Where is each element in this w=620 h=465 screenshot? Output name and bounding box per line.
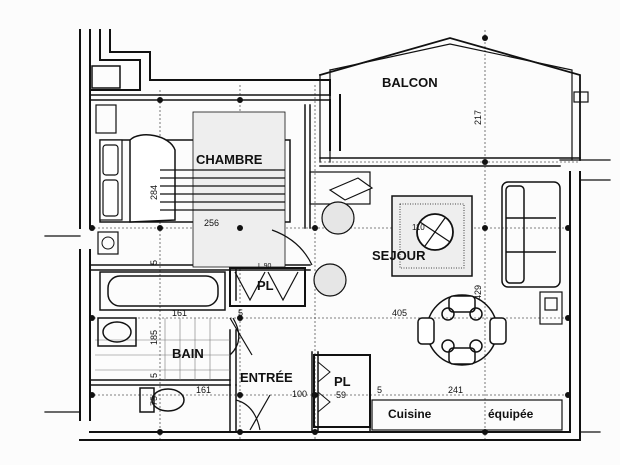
sofa (501, 181, 561, 288)
room-label-cuisine: Cuisine (388, 407, 432, 421)
room-label-chambre: CHAMBRE (196, 152, 263, 167)
dimension-ticks (89, 35, 571, 435)
washbasin (97, 317, 137, 347)
plants (313, 201, 355, 297)
toilet (139, 387, 185, 413)
room-label-bain: BAIN (172, 346, 204, 361)
dim-entree-width: 100 (292, 389, 307, 399)
dim-wall-b: 5 (238, 308, 243, 318)
sideboard (309, 171, 374, 205)
dim-chambre-height: 284 (149, 185, 159, 200)
dim-table-size: 110 (412, 223, 425, 232)
room-label-equipee: équipée (488, 407, 534, 421)
walls (44, 29, 611, 441)
dim-wc-height: 75 (149, 396, 159, 406)
room-label-sejour: SEJOUR (372, 248, 426, 263)
closet-doors (234, 229, 313, 302)
bed (95, 104, 291, 268)
dim-wall-c: 5 (149, 373, 159, 378)
rug (391, 195, 473, 277)
dim-sejour-height: 429 (473, 285, 483, 300)
closet-entree-doors (317, 361, 331, 413)
dim-wall-d: 5 (377, 385, 382, 395)
room-label-balcon: BALCON (382, 75, 438, 90)
dim-bain-width: 161 (172, 308, 187, 318)
dim-chambre-width: 256 (204, 218, 219, 228)
room-label-entree: ENTRÉE (240, 370, 293, 385)
bathroom-door (229, 317, 253, 356)
room-label-placard-entree: PL (334, 374, 351, 389)
dining-table (417, 294, 507, 366)
dim-cuisine-width: 241 (448, 385, 463, 395)
dim-wc-width: 161 (196, 385, 211, 395)
dim-placard-entree-width: 59 (336, 390, 346, 400)
dim-sejour-width: 405 (392, 308, 407, 318)
side-table (539, 291, 563, 325)
bathtub (99, 271, 226, 311)
dim-placard-width: L 90 (258, 263, 271, 270)
entrance-door (235, 394, 271, 431)
dim-balcon-depth: 217 (473, 110, 483, 125)
dim-wall-a: 5 (149, 260, 159, 265)
room-label-placard-chambre: PL (257, 278, 274, 293)
bathroom-tiles (95, 318, 230, 380)
dim-bain-height: 185 (149, 330, 159, 345)
